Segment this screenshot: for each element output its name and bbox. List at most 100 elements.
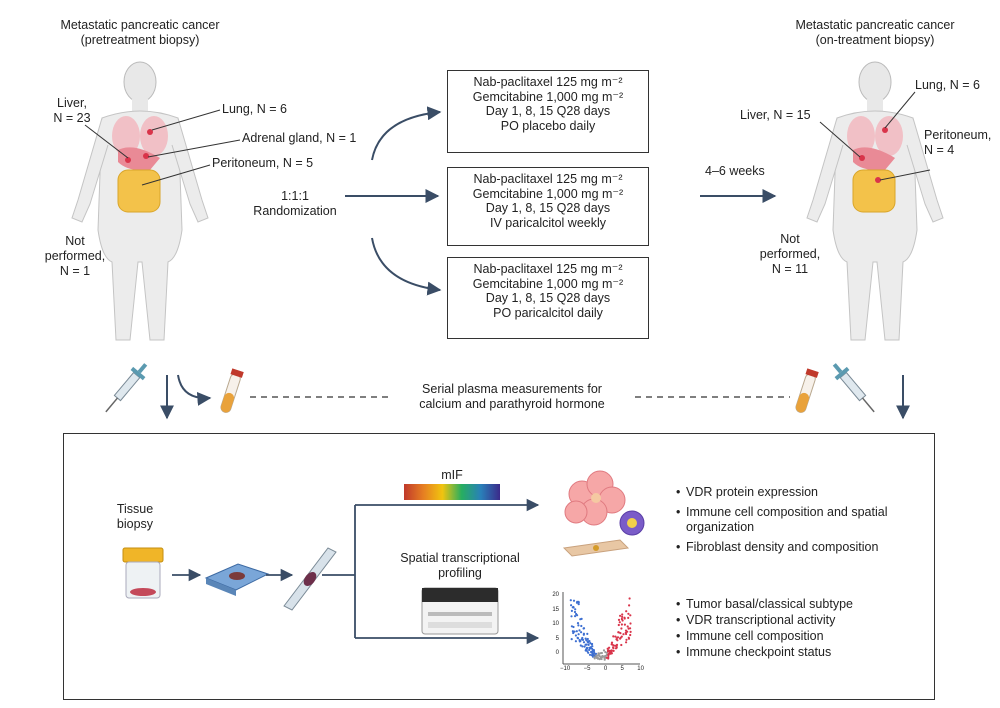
volcano-dot — [588, 653, 592, 656]
right-body-title: Metastatic pancreatic cancer (on-treatme… — [795, 18, 955, 47]
volcano-dot — [582, 641, 586, 644]
volcano-dot — [612, 649, 615, 653]
volcano-dot — [593, 657, 596, 660]
volcano-dot — [607, 649, 610, 652]
mif-spectrum-bar — [404, 484, 500, 500]
volcano-dot — [627, 616, 630, 620]
volcano-dot — [592, 649, 595, 652]
volcano-dot — [588, 640, 591, 643]
volcano-dot — [607, 653, 610, 656]
volcano-dot — [603, 658, 606, 661]
volcano-dot — [612, 647, 615, 650]
volcano-dot — [572, 631, 575, 635]
volcano-dot — [590, 643, 593, 646]
blood-tube-icon — [795, 368, 819, 413]
volcano-dot — [570, 615, 573, 618]
right-not-performed-label: Not performed, N = 11 — [759, 232, 821, 276]
volcano-dot — [580, 638, 583, 641]
volcano-dot — [618, 621, 621, 624]
volcano-dot — [602, 649, 606, 652]
volcano-dot — [605, 656, 608, 659]
slide-icon — [283, 547, 337, 611]
volcano-dot — [586, 632, 589, 636]
syringe-icon — [105, 363, 148, 413]
arm-box-placebo: Nab-paclitaxel 125 mg m⁻² Gemcitabine 1,… — [447, 70, 649, 153]
volcano-dot — [595, 656, 598, 659]
volcano-dot — [570, 625, 574, 628]
mif-results-list: VDR protein expression Immune cell compo… — [676, 485, 916, 560]
volcano-dot — [570, 609, 574, 613]
volcano-y-ticks: 20 15 10 5 0 — [552, 592, 559, 656]
volcano-dot — [623, 623, 627, 626]
volcano-dot — [621, 613, 624, 616]
volcano-dot — [610, 643, 613, 646]
tissue-biopsy-label: Tissue biopsy — [116, 502, 154, 531]
volcano-dot — [623, 617, 626, 620]
volcano-dot — [615, 643, 619, 647]
left-liver-label: Liver, N = 23 — [53, 96, 91, 125]
volcano-dot — [579, 618, 582, 621]
volcano-dot — [570, 604, 573, 607]
list-item: Fibroblast density and composition — [676, 540, 916, 555]
volcano-dot — [614, 635, 617, 638]
volcano-dot — [629, 627, 632, 630]
volcano-dot — [571, 606, 574, 609]
volcano-dot — [595, 654, 598, 657]
volcano-dot — [577, 633, 580, 636]
volcano-dot — [582, 632, 586, 635]
volcano-dot — [576, 637, 580, 640]
volcano-dot — [619, 614, 622, 617]
list-item: VDR protein expression — [676, 485, 916, 500]
volcano-dot — [629, 622, 632, 625]
left-lung-label: Lung, N = 6 — [222, 102, 287, 116]
cell-cluster-icon — [562, 470, 645, 557]
volcano-dot — [629, 630, 632, 634]
volcano-dot — [617, 623, 620, 627]
volcano-dot — [620, 643, 623, 647]
volcano-dot — [577, 624, 580, 627]
volcano-dot — [617, 618, 621, 622]
interval-label: 4–6 weeks — [705, 164, 765, 178]
volcano-dot — [616, 636, 619, 639]
volcano-dot — [572, 599, 576, 602]
volcano-dot — [604, 655, 607, 658]
volcano-dot — [607, 655, 610, 659]
cassette-icon — [204, 563, 270, 596]
volcano-dot — [625, 638, 628, 641]
volcano-dot — [569, 599, 572, 602]
volcano-dot — [581, 645, 584, 648]
volcano-dot — [580, 631, 583, 634]
right-peritoneum-label: Peritoneum, N = 4 — [924, 128, 992, 157]
left-not-performed-label: Not performed, N = 1 — [44, 234, 106, 278]
right-lung-label: Lung, N = 6 — [915, 78, 980, 92]
volcano-dot — [574, 640, 578, 643]
volcano-dot — [579, 644, 582, 647]
volcano-dot — [574, 615, 577, 618]
volcano-dot — [622, 633, 625, 636]
list-item: VDR transcriptional activity — [676, 613, 916, 628]
volcano-dot — [574, 634, 578, 637]
volcano-dot — [608, 646, 611, 649]
spatial-profiling-label: Spatial transcriptional profiling — [400, 551, 520, 580]
volcano-dot — [587, 643, 590, 647]
volcano-dot — [625, 632, 628, 636]
volcano-dot — [625, 641, 628, 644]
blood-tube-icon — [220, 368, 244, 413]
volcano-plot-icon — [562, 592, 640, 665]
volcano-dot — [629, 633, 632, 637]
volcano-dot — [620, 627, 623, 630]
volcano-dot — [604, 651, 607, 654]
volcano-dot — [629, 614, 632, 617]
volcano-dot — [585, 646, 589, 650]
list-item: Tumor basal/classical subtype — [676, 597, 916, 612]
volcano-dot — [614, 647, 618, 650]
volcano-dot — [626, 625, 629, 628]
left-body-title: Metastatic pancreatic cancer (pretreatme… — [60, 18, 220, 47]
volcano-dot — [601, 654, 604, 658]
volcano-dot — [599, 657, 602, 660]
sequencer-icon — [421, 587, 499, 635]
volcano-dot — [578, 640, 581, 643]
arm-box-iv-paricalcitol: Nab-paclitaxel 125 mg m⁻² Gemcitabine 1,… — [447, 167, 649, 246]
volcano-dot — [616, 639, 619, 642]
